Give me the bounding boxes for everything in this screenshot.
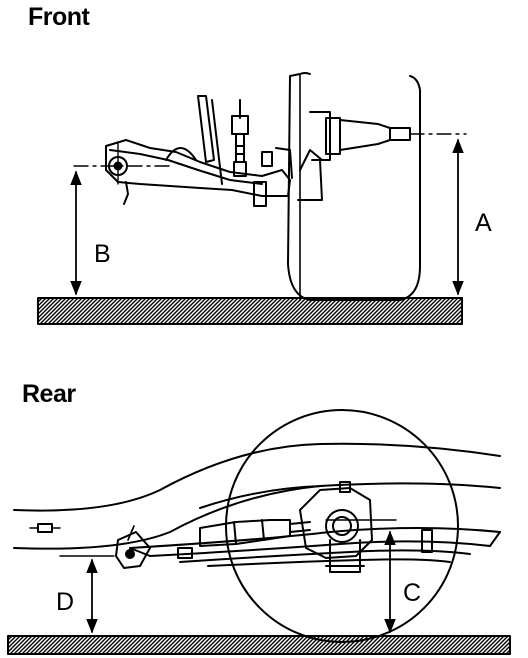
rear-wheel [225,409,459,643]
rear-shock [199,519,311,547]
rear-axle-housing [299,481,433,573]
front-ground [37,297,463,325]
dimension-d-label: D [56,588,74,616]
rear-title: Rear [22,380,76,408]
front-lower-arm [105,139,293,205]
dimension-a-label: A [475,209,492,237]
dimension-c-label: C [403,579,421,607]
front-title: Front [28,3,90,31]
front-tire [287,72,421,301]
rear-ground [7,635,511,655]
rear-frame-marker [29,523,61,533]
rear-spring-hanger [115,525,193,569]
rear-diagram [7,409,511,655]
front-diagram [37,72,467,325]
dimension-b-label: B [94,240,111,268]
front-hub [297,111,411,201]
rear-body-frame [13,442,501,550]
